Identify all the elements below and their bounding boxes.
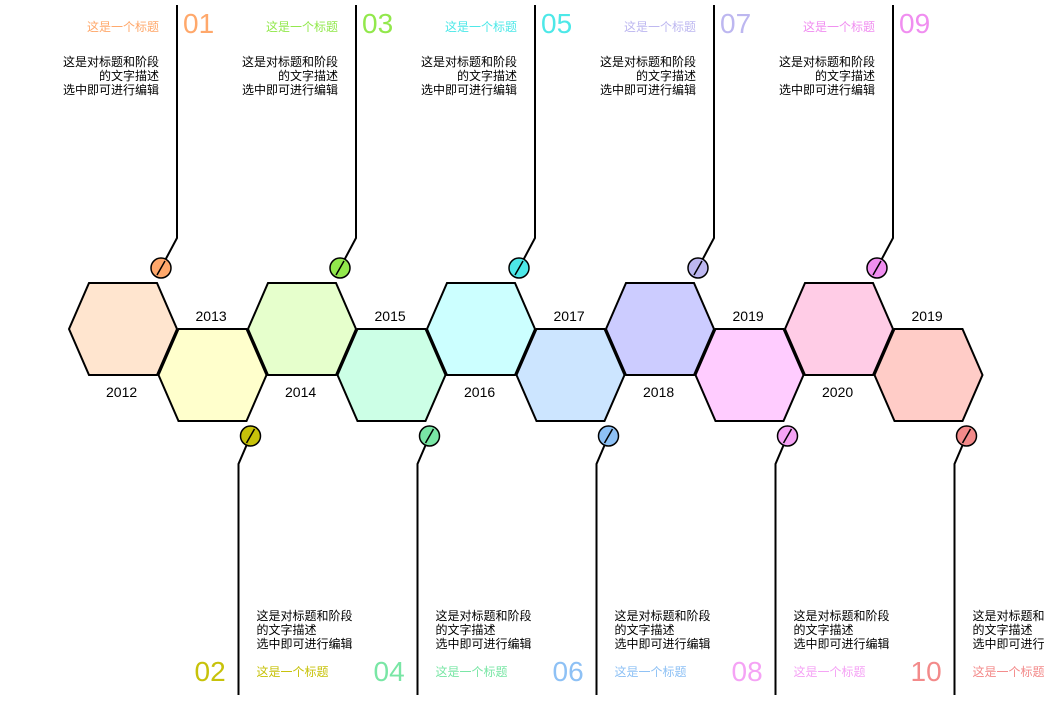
stage-title-04: 这是一个标题 [435, 665, 508, 679]
stage-number-07: 07 [720, 8, 752, 39]
stage-number-05: 05 [541, 8, 573, 39]
stage-description-05: 这是对标题和阶段 的文字描述 选中即可进行编辑 [420, 55, 517, 97]
connector-line-09 [876, 5, 894, 269]
stage-description-02: 这是对标题和阶段 的文字描述 选中即可进行编辑 [256, 609, 353, 651]
stage-description-09: 这是对标题和阶段 的文字描述 选中即可进行编辑 [778, 55, 875, 97]
marker-slash-04 [424, 428, 435, 444]
year-label-03: 2014 [285, 384, 317, 400]
hexagon-06 [515, 328, 626, 422]
marker-slash-09 [872, 260, 882, 276]
marker-slash-07 [693, 260, 703, 276]
hexagon-09 [783, 282, 895, 376]
stage-title-07: 这是一个标题 [623, 20, 696, 34]
stage-number-06: 06 [552, 656, 584, 687]
year-label-08: 2019 [732, 308, 764, 324]
marker-slash-10 [961, 428, 972, 444]
connector-line-06 [595, 435, 610, 695]
hexagon-08 [694, 328, 805, 422]
hexagon-05 [425, 282, 537, 376]
marker-slash-05 [514, 260, 524, 276]
connector-line-01 [160, 5, 178, 269]
connector-line-02 [237, 435, 252, 695]
stage-title-05: 这是一个标题 [444, 20, 517, 34]
stage-number-04: 04 [373, 656, 405, 687]
stage-description-08: 这是对标题和阶段 的文字描述 选中即可进行编辑 [793, 609, 890, 651]
connector-line-07 [697, 5, 715, 269]
year-label-06: 2017 [553, 308, 585, 324]
year-label-07: 2018 [643, 384, 675, 400]
stage-description-07: 这是对标题和阶段 的文字描述 选中即可进行编辑 [599, 55, 696, 97]
marker-slash-08 [782, 428, 793, 444]
stage-title-03: 这是一个标题 [265, 20, 338, 34]
marker-slash-06 [603, 428, 614, 444]
stage-title-09: 这是一个标题 [802, 20, 875, 34]
connector-line-05 [518, 5, 536, 269]
stage-title-06: 这是一个标题 [614, 665, 687, 679]
stage-description-06: 这是对标题和阶段 的文字描述 选中即可进行编辑 [614, 609, 711, 651]
stage-number-10: 10 [910, 656, 942, 687]
year-label-02: 2013 [195, 308, 227, 324]
stage-number-03: 03 [362, 8, 394, 39]
year-label-05: 2016 [464, 384, 496, 400]
hexagon-04 [336, 328, 447, 422]
hexagon-10 [873, 328, 984, 422]
marker-slash-03 [335, 260, 345, 276]
stage-title-10: 这是一个标题 [972, 665, 1044, 679]
stage-title-01: 这是一个标题 [86, 20, 159, 34]
hexagon-07 [604, 282, 716, 376]
stage-description-03: 这是对标题和阶段 的文字描述 选中即可进行编辑 [241, 55, 338, 97]
marker-slash-01 [156, 260, 166, 276]
connector-line-10 [953, 435, 968, 695]
year-label-01: 2012 [106, 384, 138, 400]
stage-number-08: 08 [731, 656, 763, 687]
hexagon-01 [67, 282, 179, 376]
marker-slash-02 [245, 428, 256, 444]
year-label-09: 2020 [822, 384, 854, 400]
connector-line-03 [339, 5, 357, 269]
year-label-10: 2019 [911, 308, 943, 324]
connector-line-04 [416, 435, 431, 695]
stage-number-02: 02 [194, 656, 226, 687]
hexagon-02 [157, 328, 268, 422]
stage-description-10: 这是对标题和阶段 的文字描述 选中即可进行编辑 [972, 609, 1044, 651]
stage-title-08: 这是一个标题 [793, 665, 866, 679]
stage-description-04: 这是对标题和阶段 的文字描述 选中即可进行编辑 [435, 609, 532, 651]
year-label-04: 2015 [374, 308, 406, 324]
stage-title-02: 这是一个标题 [256, 665, 329, 679]
hexagon-03 [246, 282, 358, 376]
stage-number-01: 01 [183, 8, 215, 39]
stage-number-09: 09 [899, 8, 931, 39]
stage-description-01: 这是对标题和阶段 的文字描述 选中即可进行编辑 [62, 55, 159, 97]
connector-line-08 [774, 435, 789, 695]
